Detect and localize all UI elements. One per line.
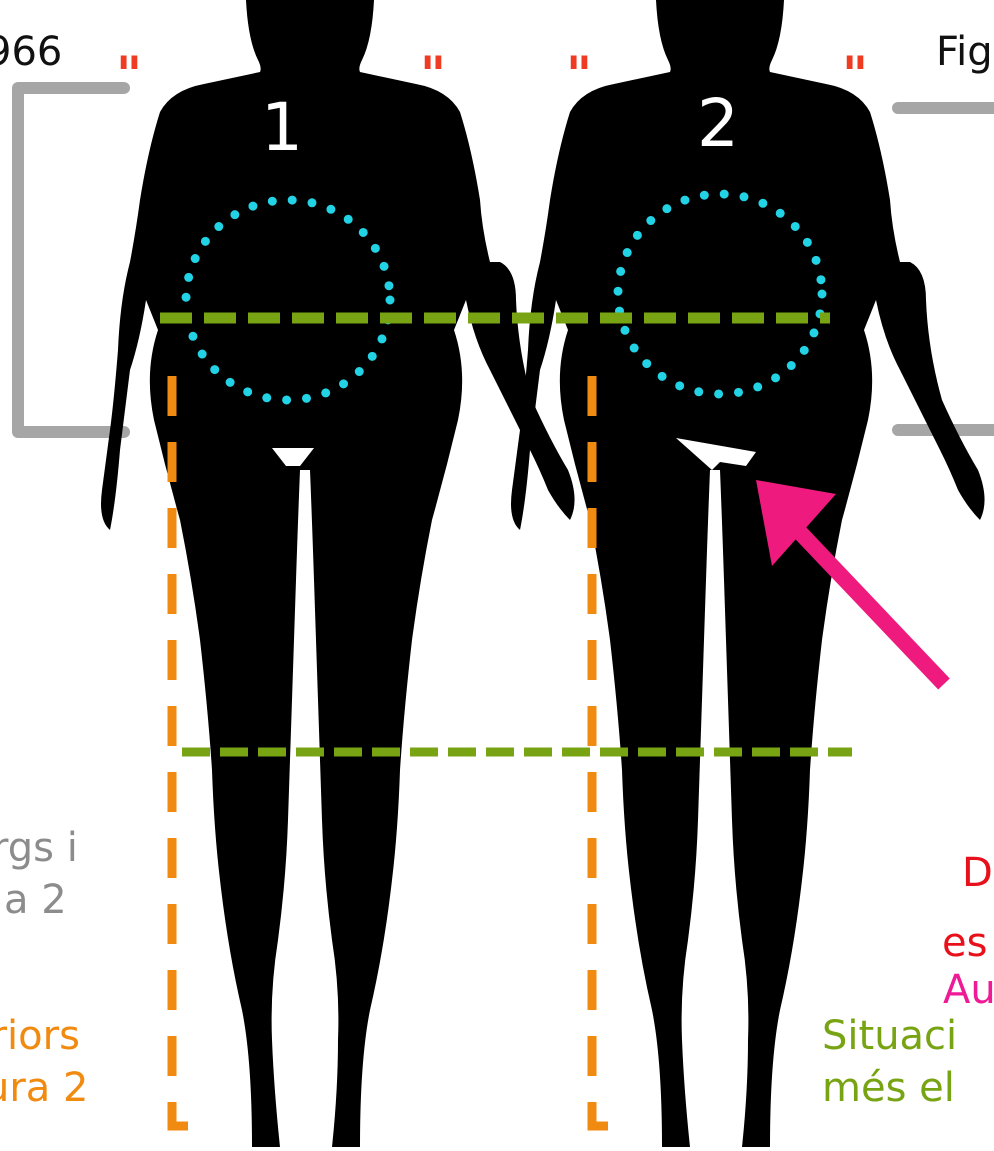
green-annotation-line: Situaci [822, 1010, 957, 1062]
figure-caption: Fig [936, 32, 993, 72]
quote-mark: " [842, 46, 868, 104]
orange-annotation: eriors ura 2 [0, 1010, 88, 1114]
red-annotation: D es [962, 838, 993, 978]
orange-annotation-line: ura 2 [0, 1062, 88, 1114]
year-label: 966 [0, 32, 62, 72]
grey-annotation-line: a 2 [0, 874, 78, 926]
quote-mark: " [566, 46, 592, 104]
bracket-left [18, 88, 124, 432]
figure-number-1: 1 [261, 89, 303, 166]
green-annotation-line: més el [822, 1062, 957, 1114]
grey-annotation: rgs i a 2 [0, 822, 78, 926]
quote-mark: " [420, 46, 446, 104]
orange-annotation-line: eriors [0, 1010, 88, 1062]
figure-2-silhouette [511, 0, 985, 1147]
grey-annotation-line: rgs i [0, 822, 78, 874]
red-annotation-line: D [962, 838, 993, 908]
figure-number-2: 2 [697, 85, 739, 162]
quote-mark: " [116, 46, 142, 104]
magenta-annotation: Au [943, 970, 994, 1010]
green-annotation: Situaci més el [822, 1010, 957, 1114]
